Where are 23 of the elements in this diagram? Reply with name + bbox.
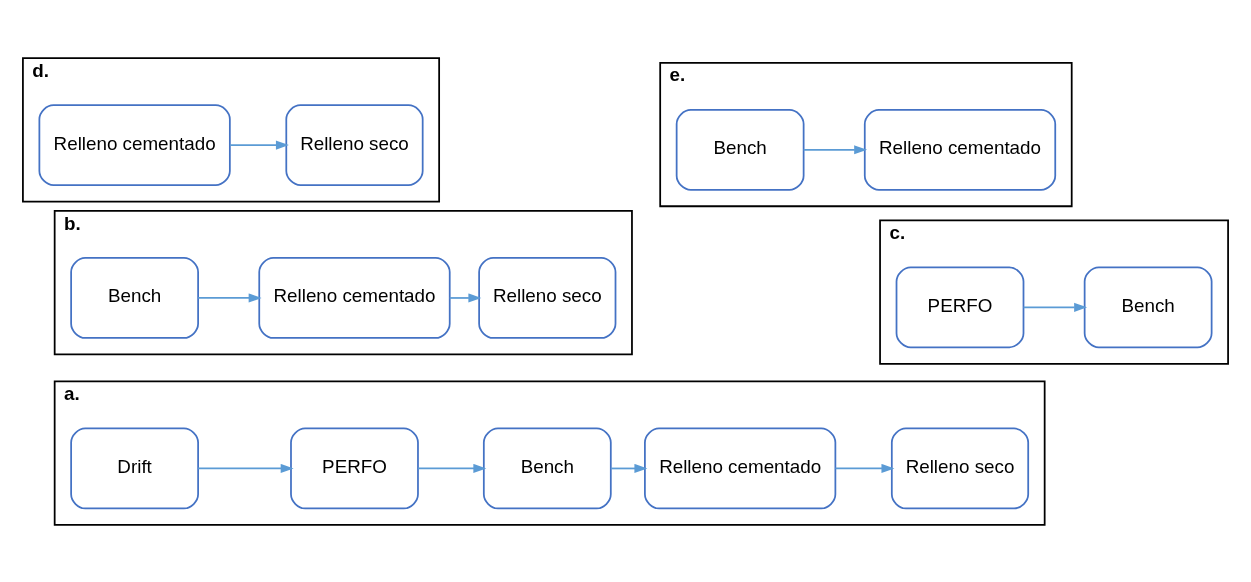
arrow bbox=[802, 144, 868, 154]
node-box: Relleno cementado bbox=[644, 427, 837, 509]
node-box: PERFO bbox=[895, 266, 1025, 348]
node-box: Relleno seco bbox=[478, 256, 617, 339]
arrow bbox=[197, 463, 294, 473]
arrow bbox=[834, 463, 895, 473]
arrow bbox=[609, 463, 648, 473]
arrow bbox=[448, 292, 482, 302]
node-box: PERFO bbox=[290, 427, 419, 509]
node-box: Relleno seco bbox=[285, 103, 424, 186]
node-box: Relleno cementado bbox=[38, 103, 231, 186]
node-box: Relleno cementado bbox=[258, 256, 451, 339]
arrow bbox=[197, 292, 262, 302]
node-box: Drift bbox=[70, 427, 199, 509]
arrow bbox=[417, 463, 487, 473]
arrow bbox=[1022, 302, 1088, 312]
node-box: Bench bbox=[675, 108, 805, 191]
node-box: Bench bbox=[70, 256, 199, 339]
node-box: Relleno cementado bbox=[863, 108, 1057, 191]
node-box: Bench bbox=[482, 427, 612, 509]
node-box: Bench bbox=[1083, 266, 1213, 348]
arrow bbox=[229, 140, 289, 150]
node-box: Relleno seco bbox=[890, 427, 1030, 509]
